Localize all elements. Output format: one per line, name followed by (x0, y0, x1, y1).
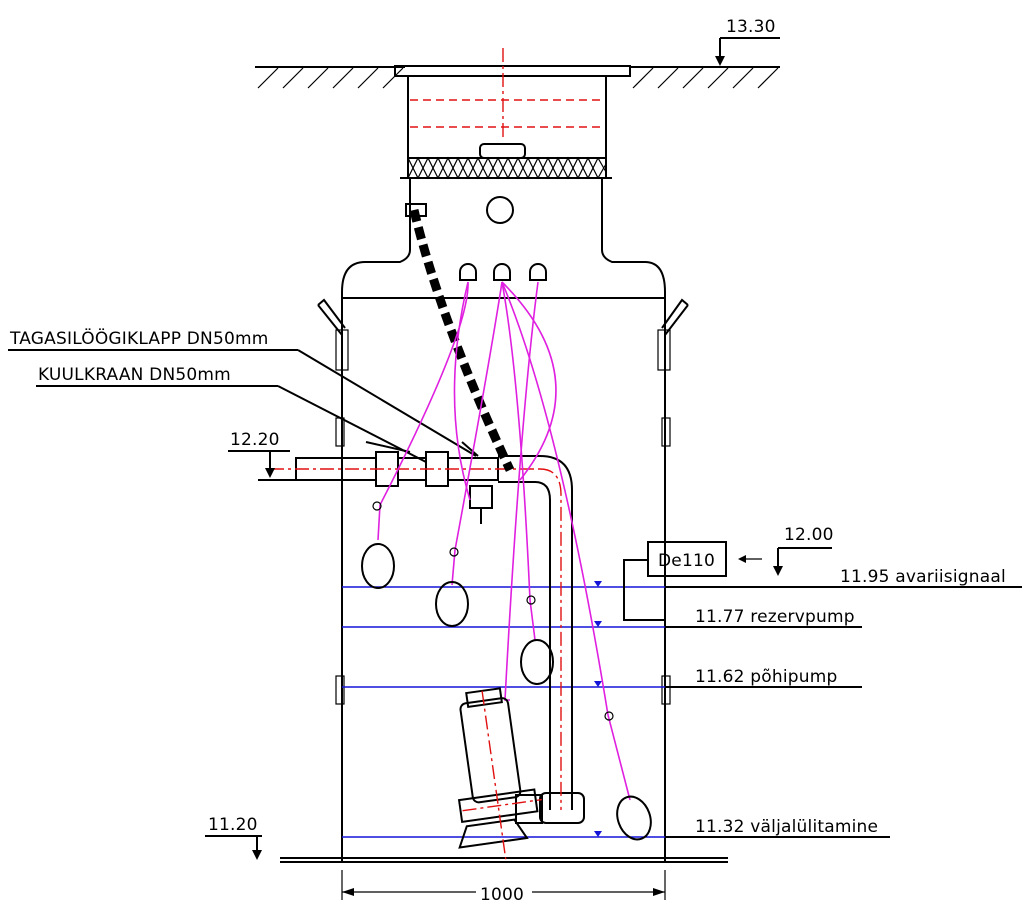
diameter-dimension: 1000 (341, 870, 666, 905)
bottom-level-label: 11.20 (208, 815, 258, 835)
submersible-pump (457, 687, 542, 860)
water-levels (342, 581, 1022, 838)
inlet-level-label: 12.00 (784, 525, 834, 545)
level-label-main: 11.62 põhipump (695, 667, 838, 687)
tank-body (280, 178, 728, 863)
ground-level-marker: 13.30 (715, 17, 780, 66)
valve-labels: TAGASILÖÖGIKLAPP DN50mm KUULKRAAN DN50mm (8, 327, 477, 463)
lifting-chain (405, 203, 515, 472)
inlet-pipe: De110 12.00 (623, 525, 834, 621)
ball-valve-label: KUULKRAAN DN50mm (38, 365, 231, 385)
float-cables (377, 281, 631, 801)
pressure-pipe (270, 441, 585, 824)
pressure-pipe-level-label: 12.20 (230, 430, 280, 450)
diameter-label: 1000 (480, 885, 524, 905)
ground-level-label: 13.30 (726, 17, 776, 37)
manhole-cover (394, 65, 631, 180)
pressure-pipe-level-marker: 12.20 (228, 430, 296, 481)
level-label-off: 11.32 väljalülitamine (695, 817, 878, 837)
float-switches (361, 501, 652, 841)
level-label-alarm: 11.95 avariisignaal (840, 567, 1006, 587)
level-label-reserve: 11.77 rezervpump (695, 607, 855, 627)
inlet-pipe-label: De110 (658, 551, 715, 571)
ground-surface (255, 66, 780, 89)
check-valve-label: TAGASILÖÖGIKLAPP DN50mm (9, 327, 269, 349)
bottom-level-marker: 11.20 (205, 815, 262, 860)
